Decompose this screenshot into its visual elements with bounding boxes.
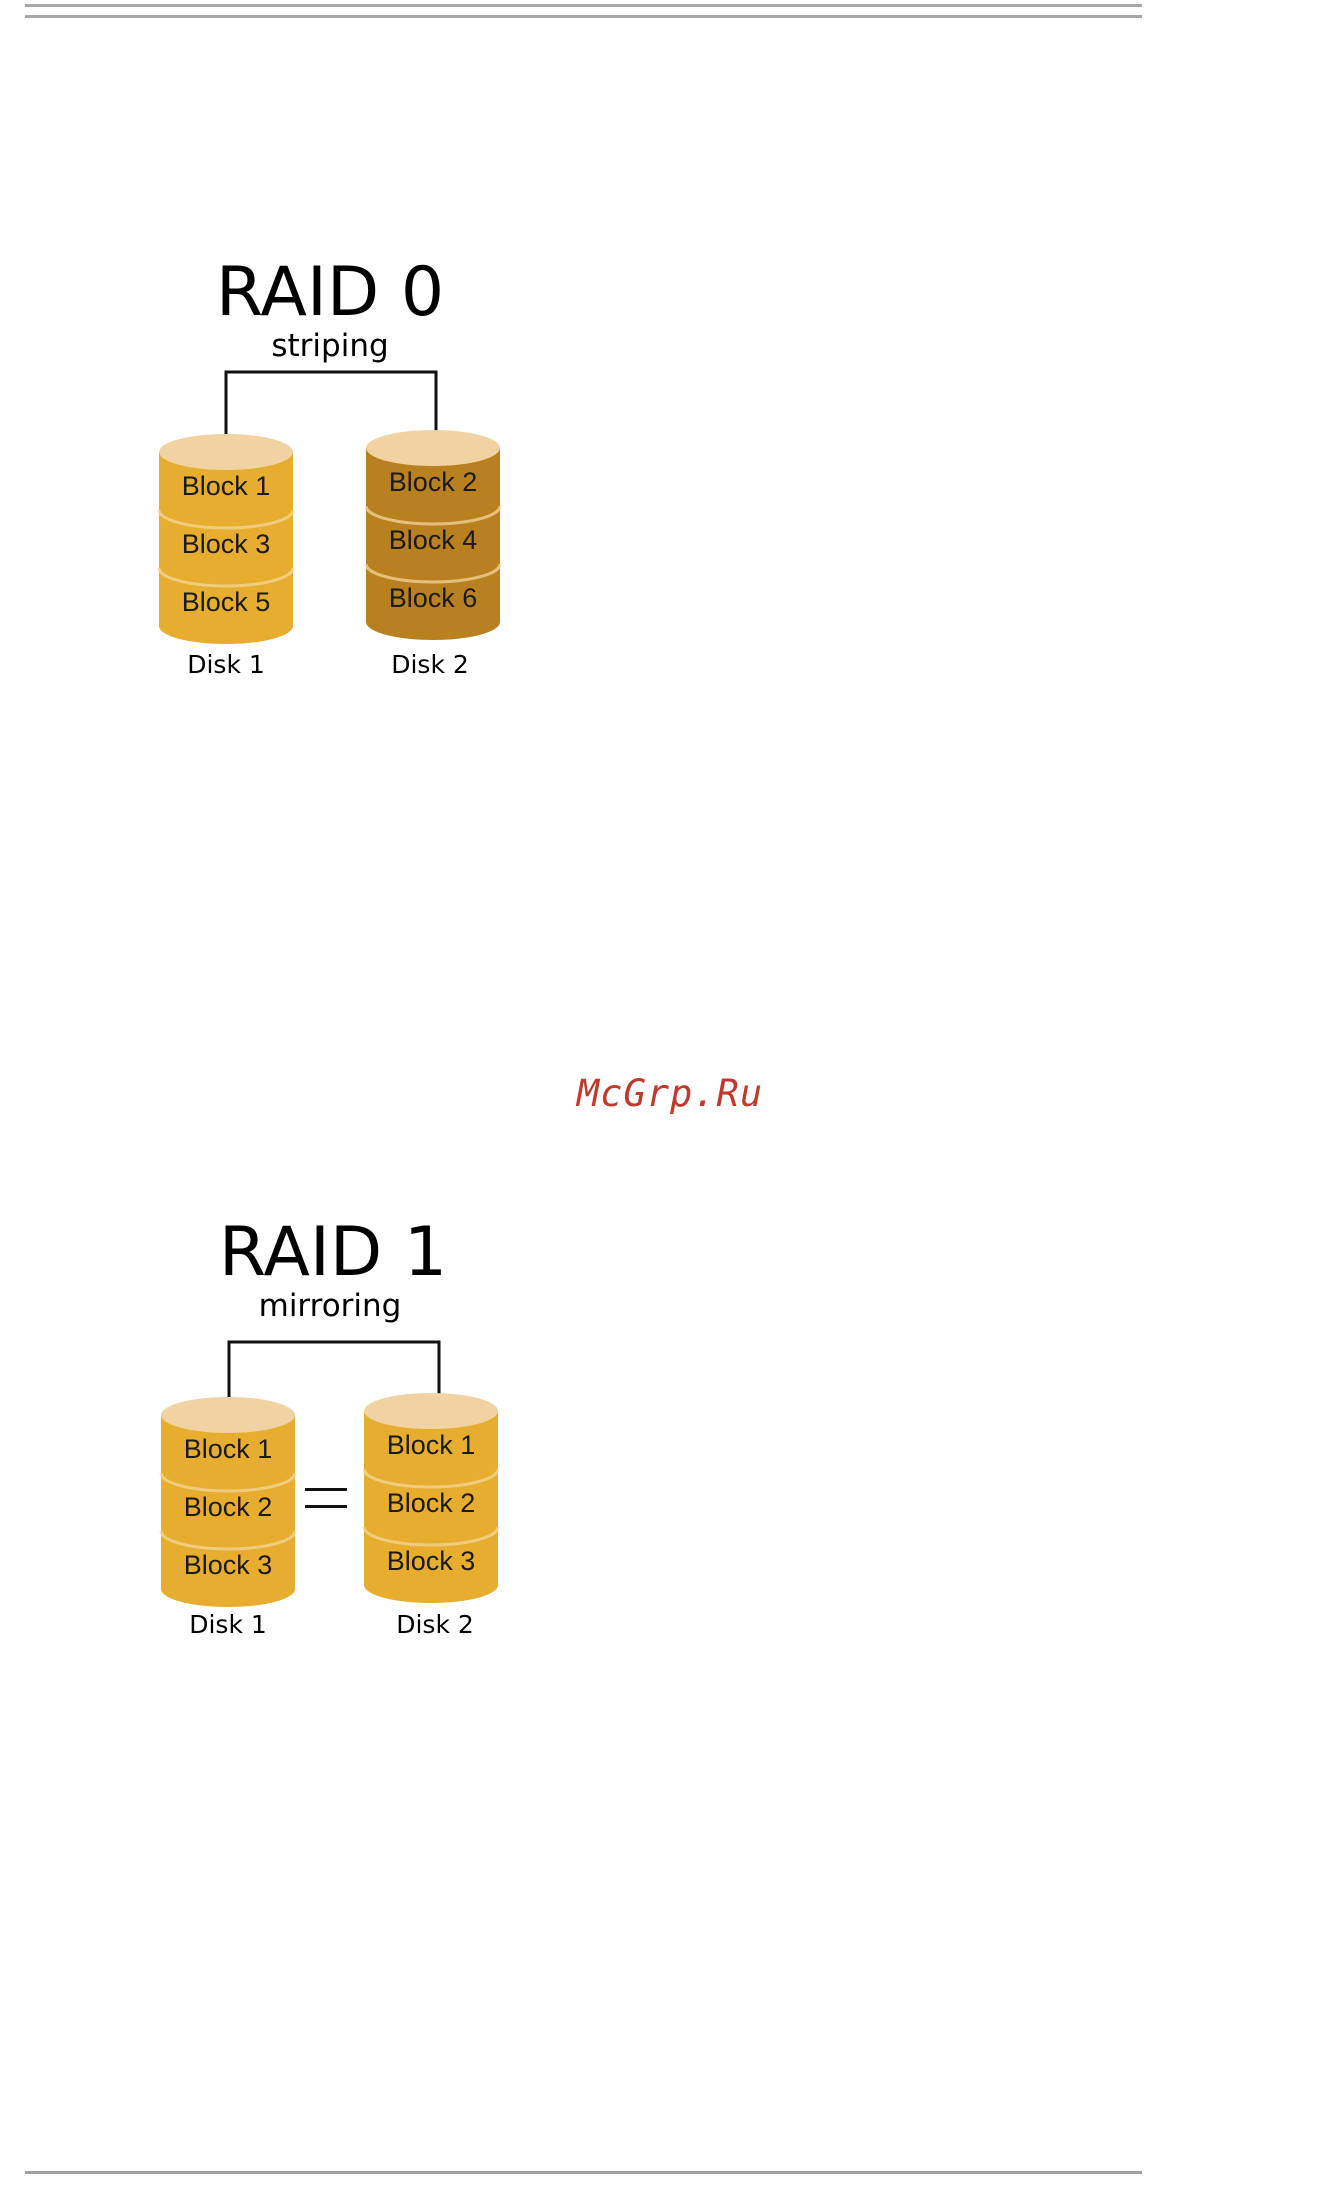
block-label: Block 3 [387,1546,476,1576]
block-label: Block 3 [182,529,271,559]
block-label: Block 2 [184,1492,273,1522]
disk-top-cap [159,434,293,470]
watermark: McGrp.Ru [520,1072,820,1115]
raid0-disk-1-label: Disk 1 [187,650,265,679]
disk-top-cap [366,430,500,466]
block-label: Block 2 [387,1488,476,1518]
block-label: Block 5 [182,587,271,617]
raid1-disk-2: Block 1 Block 2 Block 3 [364,1393,498,1603]
disk-top-cap [161,1397,295,1433]
raid0-disk-2: Block 2 Block 4 Block 6 [366,430,500,640]
raid0-title: RAID 0 [216,253,444,332]
block-label: Block 1 [387,1430,476,1460]
block-label: Block 4 [389,525,478,555]
raid1-title: RAID 1 [219,1213,447,1292]
block-label: Block 1 [182,471,271,501]
raid1-diagram: RAID 1 mirroring Block 1 Block 2 Block 3 B… [0,1190,560,1650]
raid1-disk-1: Block 1 Block 2 Block 3 [161,1397,295,1607]
raid0-diagram: RAID 0 striping Block 1 Block 3 Block 5 Bl… [0,230,560,690]
block-label: Block 3 [184,1550,273,1580]
raid0-subtitle: striping [271,328,388,364]
raid1-disk-2-label: Disk 2 [396,1610,474,1639]
raid0-disk-2-label: Disk 2 [391,650,469,679]
disk-top-cap [364,1393,498,1429]
footer-rule [25,2171,1142,2174]
raid0-disk-1: Block 1 Block 3 Block 5 [159,434,293,644]
header-rule-bottom [25,15,1142,18]
equals-sign-icon [305,1488,347,1508]
raid0-connector [226,372,436,442]
header-rule-top [25,4,1142,7]
raid1-disk-1-label: Disk 1 [189,1610,267,1639]
block-label: Block 6 [389,583,478,613]
block-label: Block 1 [184,1434,273,1464]
block-label: Block 2 [389,467,478,497]
raid1-subtitle: mirroring [259,1288,402,1324]
